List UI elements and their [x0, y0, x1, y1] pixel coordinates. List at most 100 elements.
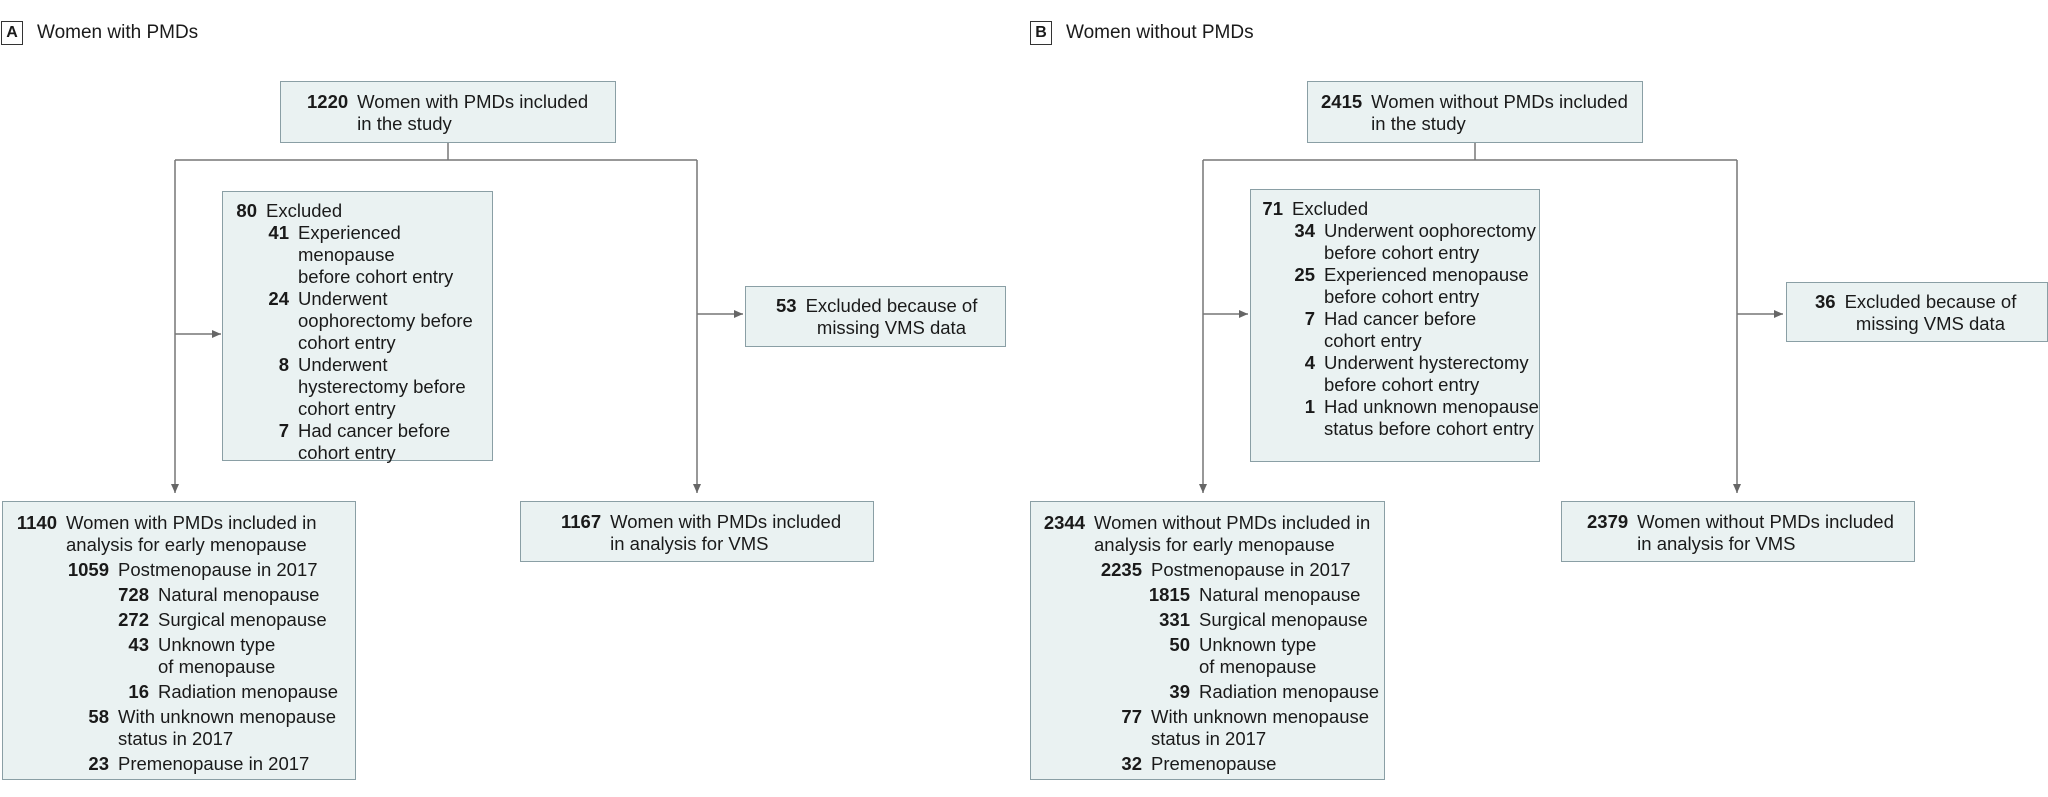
count: 2235 [1100, 559, 1142, 580]
label-line: before cohort entry [1324, 242, 1480, 263]
count: 2379 [1587, 511, 1629, 532]
label-line: cohort entry [1324, 330, 1422, 351]
count: 7 [278, 420, 289, 441]
label-line: Surgical menopause [1199, 609, 1368, 630]
panel-a-enrolled-box: 1220 Women with PMDs included in the stu… [280, 81, 616, 143]
label-line: Radiation menopause [1199, 681, 1379, 702]
label-line: Excluded because of [805, 295, 978, 316]
panel-b-vms-excluded-box: 36 Excluded because of missing VMS data [1786, 282, 2048, 342]
panel-b-early-menopause-box: 2344 Women without PMDs included in anal… [1030, 501, 1385, 780]
label-line: Women with PMDs included [357, 91, 589, 112]
label-line: Natural menopause [158, 584, 320, 605]
count: 80 [236, 200, 257, 221]
panel-b-title: Women without PMDs [1066, 22, 1254, 43]
panel-a-title: Women with PMDs [37, 22, 199, 43]
count: 77 [1121, 706, 1142, 727]
count: 50 [1169, 634, 1190, 655]
label-line: Premenopause [1151, 753, 1277, 774]
label-line: Excluded [266, 200, 343, 221]
label-line: before cohort entry [1324, 374, 1480, 395]
count: 2415 [1321, 91, 1363, 112]
count: 53 [776, 295, 797, 316]
count: 2344 [1043, 512, 1085, 533]
count: 36 [1815, 291, 1836, 312]
count: 39 [1169, 681, 1190, 702]
panel-b-vms-analysis-box: 2379 Women without PMDs included in anal… [1561, 501, 1915, 562]
label-line: of menopause [158, 656, 276, 677]
label-line: Premenopause in 2017 [118, 753, 310, 774]
label-line: status in 2017 [1151, 728, 1267, 749]
label-line: Women without PMDs included in [1094, 512, 1371, 533]
count: 7 [1304, 308, 1315, 329]
count: 24 [268, 288, 289, 309]
panel-a-tag: A [1, 21, 23, 45]
label-line: Postmenopause in 2017 [1151, 559, 1351, 580]
label-line: before cohort entry [298, 266, 454, 287]
label-line: of menopause [1199, 656, 1317, 677]
label-line: With unknown menopause [118, 706, 337, 727]
label-line: Postmenopause in 2017 [118, 559, 318, 580]
label-line: in analysis for VMS [1637, 533, 1796, 554]
count: 1815 [1148, 584, 1190, 605]
label-line: cohort entry [298, 332, 396, 353]
label-line: Women with PMDs included in [66, 512, 317, 533]
count: 25 [1294, 264, 1315, 285]
panel-a-vms-analysis-box: 1167 Women with PMDs included in analysi… [520, 501, 874, 562]
count: 71 [1262, 198, 1283, 219]
label-line: With unknown menopause [1151, 706, 1370, 727]
label-line: Had unknown menopause [1324, 396, 1539, 417]
label-line: Women with PMDs included [610, 511, 842, 532]
label-line: analysis for early menopause [1094, 534, 1335, 555]
count: 41 [268, 222, 289, 243]
label-line: missing VMS data [1855, 313, 2005, 334]
label-line: Underwent hysterectomy [1324, 352, 1529, 373]
label-line: Excluded because of [1844, 291, 2017, 312]
label-line: status before cohort entry [1324, 418, 1534, 439]
count: 8 [278, 354, 289, 375]
label-line: hysterectomy before [298, 376, 466, 397]
count: 728 [118, 584, 149, 605]
label-line: Surgical menopause [158, 609, 327, 630]
count: 1167 [561, 511, 602, 532]
label-line: in the study [1371, 113, 1466, 134]
count: 331 [1159, 609, 1190, 630]
label-line: Radiation menopause [158, 681, 338, 702]
label-line: in analysis for VMS [610, 533, 769, 554]
count: 43 [128, 634, 149, 655]
label-line: Underwent oophorectomy [1324, 220, 1536, 241]
label-line: cohort entry [298, 398, 396, 419]
label-line: missing VMS data [816, 317, 966, 338]
label-line: before cohort entry [1324, 286, 1480, 307]
label-line: Had cancer before [1324, 308, 1477, 329]
panel-b-tag: B [1030, 21, 1052, 45]
label-line: Experienced menopause [298, 222, 401, 265]
panel-a-excluded-box: 80 Excluded 41 Experienced menopause bef… [222, 191, 493, 463]
panel-a-vms-excluded-box: 53 Excluded because of missing VMS data [745, 286, 1006, 347]
label-line: in the study [357, 113, 452, 134]
label-line: Experienced menopause [1324, 264, 1529, 285]
count: 34 [1294, 220, 1315, 241]
label-line: cohort entry [298, 442, 396, 463]
panel-a-early-menopause-box: 1140 Women with PMDs included in analysi… [2, 501, 356, 780]
count: 4 [1304, 352, 1315, 373]
count: 32 [1121, 753, 1142, 774]
label-line: status in 2017 [118, 728, 234, 749]
panel-b-enrolled-box: 2415 Women without PMDs included in the … [1307, 81, 1643, 143]
count: 1140 [16, 512, 57, 533]
label-line: Unknown type [158, 634, 276, 655]
panel-b-header: B Women without PMDs [1030, 21, 1254, 45]
label-line: Underwent [298, 288, 388, 309]
label-line: Unknown type [1199, 634, 1317, 655]
count: 16 [128, 681, 149, 702]
count: 1 [1304, 396, 1315, 417]
panel-b-excluded-box: 71 Excluded 34 Underwent oophorectomy be… [1250, 189, 1540, 462]
label-line: Underwent [298, 354, 388, 375]
label-line: analysis for early menopause [66, 534, 307, 555]
count: 272 [118, 609, 149, 630]
label-line: oophorectomy before [298, 310, 473, 331]
label-line: Natural menopause [1199, 584, 1361, 605]
label-line: Women without PMDs included [1637, 511, 1894, 532]
panel-a-header: A Women with PMDs [1, 21, 198, 45]
label-line: Women without PMDs included [1371, 91, 1628, 112]
